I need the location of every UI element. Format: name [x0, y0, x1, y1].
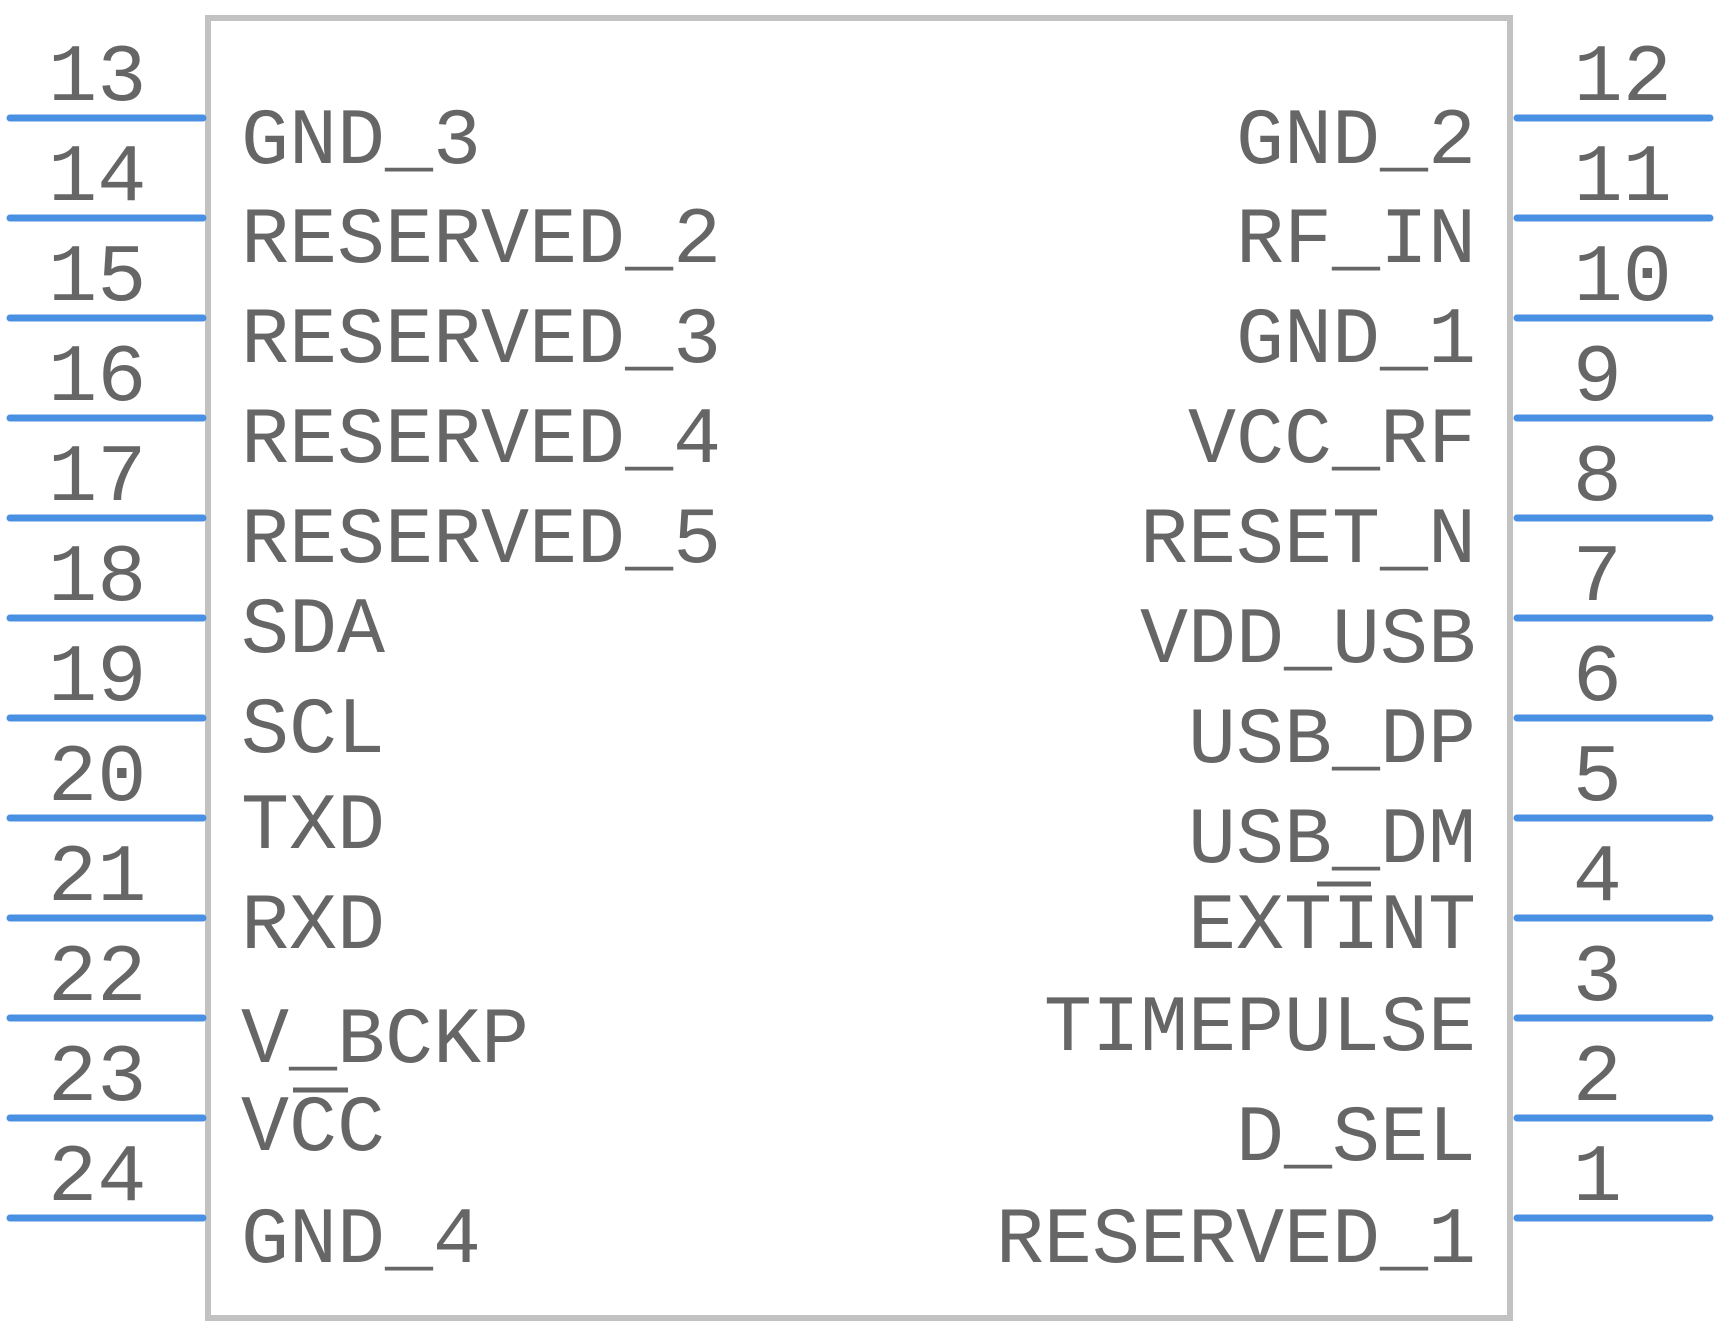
pin-4-number: 4: [1573, 832, 1622, 925]
pin-20: 20 TXD: [6, 732, 385, 873]
pin-7-name: VDD_USB: [1140, 596, 1476, 687]
pin-4-name: EXTINT: [1188, 882, 1476, 973]
pin-18-name: SDA: [241, 586, 385, 677]
pin-9-name: VCC_RF: [1188, 396, 1476, 487]
pin-17-name: RESERVED_5: [241, 496, 721, 587]
pin-24-number: 24: [48, 1132, 146, 1225]
pin-20-number: 20: [48, 732, 146, 825]
pin-6-number: 6: [1573, 632, 1622, 725]
pin-13-name: GND_3: [241, 97, 481, 188]
pin-21-name: RXD: [241, 882, 385, 973]
pin-18: 18 SDA: [6, 532, 385, 677]
pin-23: 23 VCC: [6, 1032, 385, 1175]
pin-2: 2 D_SEL: [1236, 1032, 1714, 1185]
pin-10-number: 10: [1574, 232, 1672, 325]
pin-15-number: 15: [48, 232, 146, 325]
pin-2-name: D_SEL: [1236, 1094, 1476, 1185]
pin-13: 13 GND_3: [6, 32, 481, 188]
pin-15: 15 RESERVED_3: [6, 232, 721, 387]
pin-9: 9 VCC_RF: [1188, 332, 1714, 487]
pin-5-number: 5: [1573, 732, 1622, 825]
pin-12: 12 GND_2: [1236, 32, 1714, 188]
pin-14-name: RESERVED_2: [241, 196, 721, 287]
pin-1-number: 1: [1573, 1132, 1622, 1225]
pin-13-number: 13: [48, 32, 146, 125]
pin-19-name: SCL: [241, 686, 385, 777]
pin-21-number: 21: [48, 832, 146, 925]
pin-2-number: 2: [1573, 1032, 1622, 1125]
pin-7-number: 7: [1573, 532, 1622, 625]
pin-3-number: 3: [1573, 932, 1622, 1025]
pin-14-number: 14: [48, 132, 146, 225]
pin-8-number: 8: [1573, 432, 1622, 525]
pin-3: 3 TIMEPULSE: [1044, 932, 1714, 1075]
pin-23-number: 23: [48, 1032, 146, 1125]
pin-8-name: RESET_N: [1140, 496, 1476, 587]
pin-17-number: 17: [48, 432, 146, 525]
pin-12-number: 12: [1574, 32, 1672, 125]
pin-5: 5 USB_DM: [1188, 732, 1714, 887]
pin-12-name: GND_2: [1236, 97, 1476, 188]
pin-1: 1 RESERVED_1: [996, 1132, 1714, 1287]
pin-6-name: USB_DP: [1188, 696, 1476, 787]
pin-1-name: RESERVED_1: [996, 1196, 1476, 1287]
pin-24: 24 GND_4: [6, 1132, 481, 1287]
pin-11: 11 RF_IN: [1236, 132, 1714, 287]
pin-9-number: 9: [1573, 332, 1622, 425]
pin-3-name: TIMEPULSE: [1044, 984, 1476, 1075]
pin-16-name: RESERVED_4: [241, 396, 721, 487]
pin-16: 16 RESERVED_4: [6, 332, 721, 487]
pin-4: 4 EXTINT: [1188, 832, 1714, 973]
pin-8: 8 RESET_N: [1140, 432, 1714, 587]
pin-14: 14 RESERVED_2: [6, 132, 721, 287]
pin-16-number: 16: [48, 332, 146, 425]
left-pins: 13 GND_3 14 RESERVED_2 15 RESERVED_3 16 …: [6, 32, 721, 1287]
pin-19-number: 19: [48, 632, 146, 725]
pin-21: 21 RXD: [6, 832, 385, 973]
pin-10: 10 GND_1: [1236, 232, 1714, 387]
pin-19: 19 SCL: [6, 632, 385, 777]
pin-6: 6 USB_DP: [1188, 632, 1714, 787]
pin-22: 22 V_BCKP: [6, 932, 529, 1087]
pin-7: 7 VDD_USB: [1140, 532, 1714, 687]
pin-10-name: GND_1: [1236, 296, 1476, 387]
pin-24-name: GND_4: [241, 1196, 481, 1287]
pin-20-name: TXD: [241, 782, 385, 873]
pin-17: 17 RESERVED_5: [6, 432, 721, 587]
pin-18-number: 18: [48, 532, 146, 625]
right-pins: 12 GND_2 11 RF_IN 10 GND_1 9 VCC_RF 8 RE…: [996, 32, 1714, 1287]
pin-15-name: RESERVED_3: [241, 296, 721, 387]
pin-23-name: VCC: [241, 1084, 385, 1175]
pin-11-name: RF_IN: [1236, 196, 1476, 287]
pin-11-number: 11: [1574, 132, 1672, 225]
pin-22-name: V_BCKP: [241, 996, 529, 1087]
pin-5-name: USB_DM: [1188, 796, 1476, 887]
ic-body-outline: [205, 15, 1513, 1321]
pin-22-number: 22: [48, 932, 146, 1025]
